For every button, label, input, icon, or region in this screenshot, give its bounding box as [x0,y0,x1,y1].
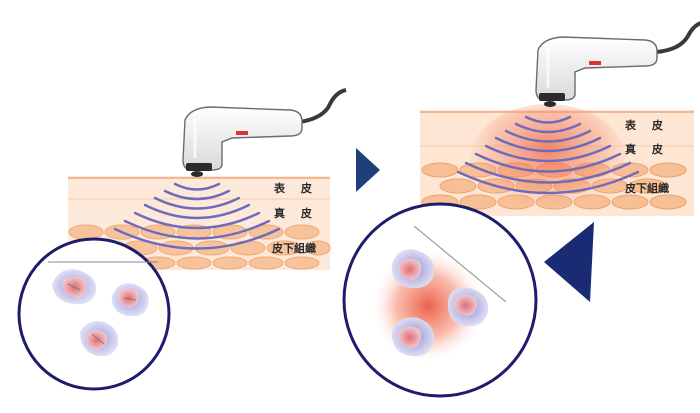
left-label-dermis: 真 皮 [274,207,318,220]
up-left-arrow-icon [544,222,594,302]
left-molecule-3 [80,321,119,357]
right-label-epidermis: 表 皮 [625,119,669,132]
right-label-subcutaneous: 皮下組織 [625,182,669,195]
right-molecule-3 [391,317,435,357]
right-ultrasound-waves [456,115,640,195]
left-molecule-zoom [17,237,171,391]
right-molecule-1 [391,249,435,289]
left-ultrasound-waves [113,182,281,250]
right-molecule-2 [447,287,489,327]
left-label-epidermis: 表 皮 [274,182,318,195]
left-molecule-1 [52,269,97,305]
left-ultrasound-probe [182,88,347,177]
left-label-subcutaneous: 皮下組織 [272,242,316,255]
left-molecule-2 [111,283,149,317]
right-arrow-icon [356,148,380,192]
right-molecule-zoom [342,202,538,398]
right-label-dermis: 真 皮 [625,143,669,156]
right-ultrasound-probe [535,21,700,107]
